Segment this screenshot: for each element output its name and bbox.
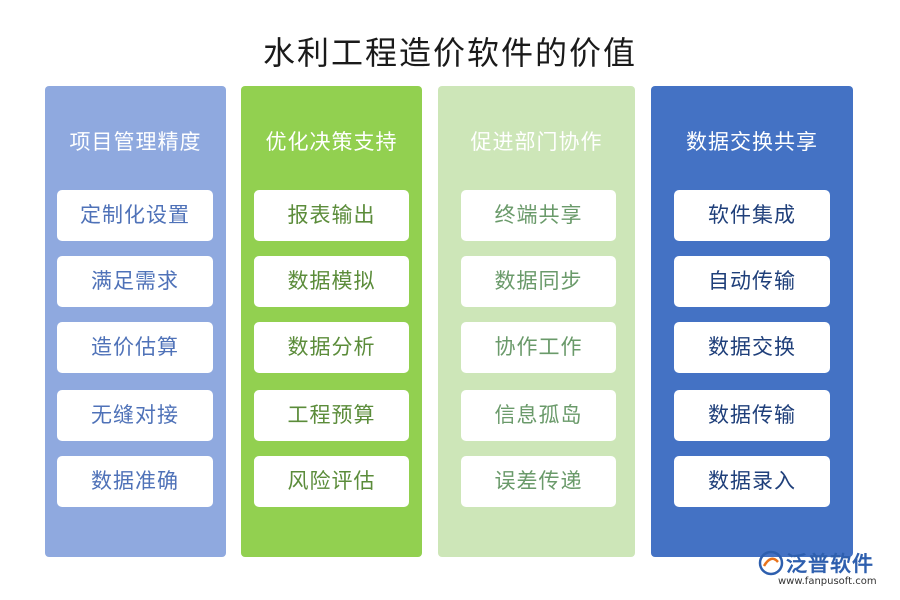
column-heading: 优化决策支持 <box>265 130 398 154</box>
item-card: 数据同步 <box>461 256 616 307</box>
item-card: 数据传输 <box>674 390 830 441</box>
item-card: 满足需求 <box>57 256 213 307</box>
item-card: 工程预算 <box>254 390 409 441</box>
item-card: 报表输出 <box>254 190 409 241</box>
item-card: 协作工作 <box>461 322 616 373</box>
item-card: 定制化设置 <box>57 190 213 241</box>
item-card: 数据交换 <box>674 322 830 373</box>
item-card: 信息孤岛 <box>461 390 616 441</box>
item-card: 数据模拟 <box>254 256 409 307</box>
item-card: 自动传输 <box>674 256 830 307</box>
brand-url: www.fanpusoft.com <box>778 576 877 587</box>
brand-watermark: 泛普软件 www.fanpusoft.com <box>758 548 888 592</box>
brand-logo-icon <box>758 550 784 576</box>
item-card: 数据录入 <box>674 456 830 507</box>
column-heading: 促进部门协作 <box>470 130 603 154</box>
item-card: 造价估算 <box>57 322 213 373</box>
column-heading: 数据交换共享 <box>686 130 818 154</box>
item-card: 数据准确 <box>57 456 213 507</box>
column-decision-support: 优化决策支持 报表输出 数据模拟 数据分析 工程预算 风险评估 <box>241 86 422 557</box>
column-data-exchange: 数据交换共享 软件集成 自动传输 数据交换 数据传输 数据录入 <box>651 86 853 557</box>
item-card: 无缝对接 <box>57 390 213 441</box>
page-title: 水利工程造价软件的价值 <box>262 34 637 72</box>
item-card: 误差传递 <box>461 456 616 507</box>
item-card: 终端共享 <box>461 190 616 241</box>
brand-name: 泛普软件 <box>786 552 874 576</box>
column-heading: 项目管理精度 <box>69 130 202 154</box>
item-card: 软件集成 <box>674 190 830 241</box>
item-card: 数据分析 <box>254 322 409 373</box>
column-department-collaboration: 促进部门协作 终端共享 数据同步 协作工作 信息孤岛 误差传递 <box>438 86 635 557</box>
item-card: 风险评估 <box>254 456 409 507</box>
column-project-management: 项目管理精度 定制化设置 满足需求 造价估算 无缝对接 数据准确 <box>45 86 226 557</box>
